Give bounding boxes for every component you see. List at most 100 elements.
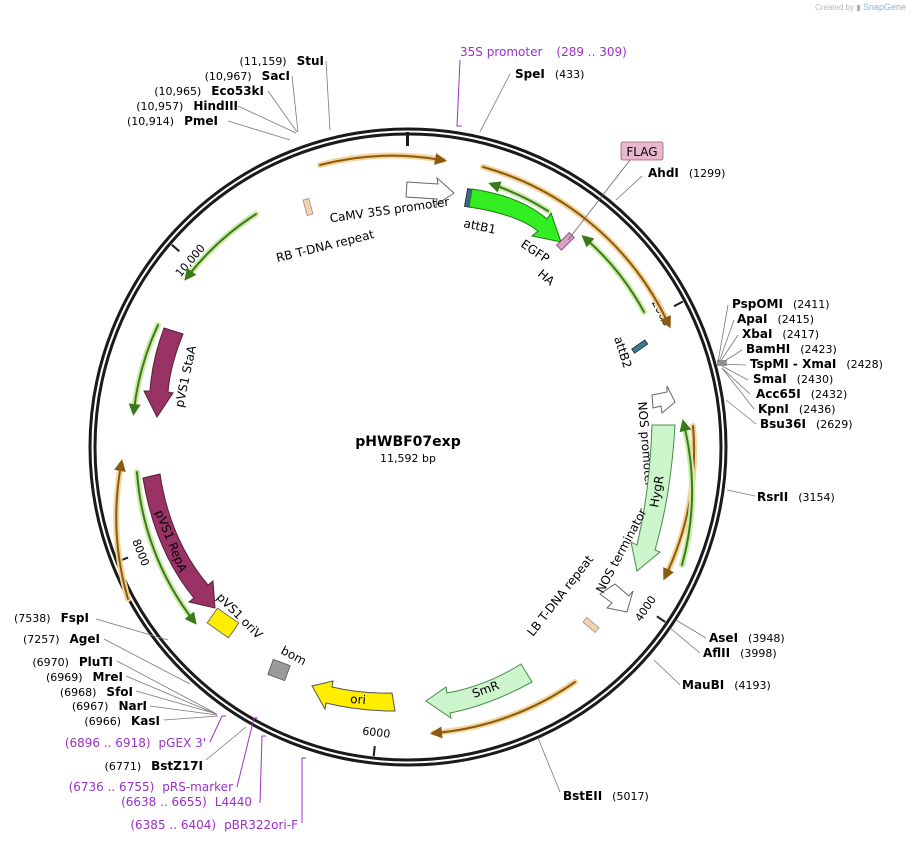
site-pmei-name: PmeI [184,114,218,128]
site-xbai-label: XbaI(2417) [742,327,819,341]
primer-35s-promoter-label: 35S promoter(289 .. 309) [460,45,627,59]
site-kpni-name: KpnI [758,402,789,416]
site-xbai-name: XbaI [742,327,772,341]
primer-l4440-position: (6638 .. 6655) [121,795,207,809]
site-maubi-position: (4193) [734,679,771,692]
backbone-outer [88,127,728,767]
site-agei-position: (7257) [23,633,60,646]
site-stui-position: (11,159) [240,55,287,68]
hygr-label: HygR [647,474,666,508]
site-apai-position: (2415) [777,313,814,326]
site-spei-name: SpeI [515,67,545,81]
pgex-primer-leader [209,715,226,743]
site-nari-position: (6967) [72,700,109,713]
site-aflii-label: AflII (3998) [703,646,777,660]
eco53ki-leader [267,90,298,133]
primer-pbr322ori-f-label: (6385 .. 6404)pBR322ori-F [130,818,298,832]
site-pspomi-name: PspOMI [732,297,783,311]
kasi-leader [163,715,219,721]
plasmid-size: 11,592 bp [380,452,436,465]
orange-arc-right-line [482,166,671,329]
site-bsteii-name: BstEII [563,789,602,803]
hindiii-leader [237,105,297,134]
primer-prs-marker-label: (6736 .. 6755) pRS-marker [69,780,233,794]
site-maubi-name: MauBI [682,678,724,692]
snapgene-logo-icon: ▮ [856,3,861,12]
site-saci-label: (10,967)SacI [205,69,290,83]
leader-lines [95,60,757,793]
feature-arcs [113,152,698,739]
site-fspi-label: (7538)FspI [14,611,89,625]
hygr-arrow [630,424,676,572]
site-ahdi-name: AhdI [648,166,679,180]
green-arc-ha-line [581,235,645,313]
pvs1-staa-arrow [143,327,184,418]
green-arc-left-bottom-line [136,471,197,625]
green-arc-left-top-line [128,324,159,416]
35s-primer-leader [456,59,462,127]
site-tspmi-xmai-position: (2428) [846,358,883,371]
spei-leader [479,73,511,133]
green-arc-egfp-line [488,181,549,212]
site-saci-position: (10,967) [205,70,252,83]
site-smai-name: SmaI [753,372,787,386]
site-maubi-label: MauBI (4193) [682,678,771,692]
tick-mark [656,615,666,623]
aflii-leader [669,627,701,654]
site-bsu36i-name: Bsu36I [760,417,806,431]
site-tspmi-xmai-label: TspMI - XmaI(2428) [750,357,883,371]
credit-prefix: Created by [814,3,855,12]
primer-pgex-3--position: (6896 .. 6918) [65,736,151,750]
lb-tdna-label: LB T-DNA repeat [524,552,596,639]
nari-leader [149,705,218,716]
ori-label: ori [350,692,367,707]
site-spei-position: (433) [555,68,585,81]
nos-terminator-arrow [599,583,634,613]
site-rsrii-label: RsrII (3154) [757,490,835,504]
site-kpni-label: KpnI (2436) [758,402,835,416]
site-acc65i-position: (2432) [811,388,848,401]
site-bamhi-position: (2423) [800,343,837,356]
flag-leader [567,159,631,241]
green-arc-upper-left-line [184,213,257,281]
site-hindiii-position: (10,957) [136,100,183,113]
primer-pgex-3--name: pGEX 3' [159,736,206,750]
site-rsrii-name: RsrII [757,490,788,504]
site-acc65i-name: Acc65I [756,387,801,401]
site-bstz17i-name: BstZ17I [151,759,203,773]
site-aflii-name: AflII [703,646,730,660]
primer-prs-marker-position: (6736 .. 6755) [69,780,155,794]
rb-tdna-box [302,198,314,216]
camv-promoter-label: CaMV 35S promoter [329,195,450,226]
ahdi-leader [615,175,643,201]
rb-tdna-label: RB T-DNA repeat [275,227,376,265]
site-stui-label: (11,159)StuI [240,54,324,68]
primer-prs-marker-name: pRS-marker [162,780,233,794]
site-rsrii-position: (3154) [798,491,835,504]
egfp-label: EGFP [518,237,552,266]
stui-leader [325,60,331,131]
agei-leader [103,638,191,685]
site-spei-label: SpeI (433) [515,67,584,81]
flag-label: FLAG [626,145,657,159]
site-acc65i-label: Acc65I (2432) [756,387,847,401]
site-asei-name: AseI [709,631,738,645]
rsrii-leader [726,489,756,497]
site-bsu36i-position: (2629) [816,418,853,431]
site-kasi-label: (6966)KasI [84,714,160,728]
mcs-leader-4 [719,349,743,365]
site-kpni-position: (2436) [799,403,836,416]
primer-leaders [209,59,462,823]
site-labels: SpeI(433)AhdI(1299)PspOMI(2411)ApaI(2415… [14,45,883,832]
primer-pgex-3--label: (6896 .. 6918) pGEX 3' [65,736,206,750]
site-aflii-position: (3998) [740,647,777,660]
site-pspomi-position: (2411) [793,298,830,311]
pbr322-primer-leader [301,757,306,823]
site-bstz17i-position: (6771) [105,760,142,773]
site-pluti-name: PluTI [79,655,113,669]
site-sfoi-label: (6968)SfoI [60,685,133,699]
site-pluti-label: (6970)PluTI [32,655,113,669]
site-sfoi-name: SfoI [106,685,133,699]
pluti-leader [116,660,216,714]
site-asei-label: AseI(3948) [709,631,785,645]
